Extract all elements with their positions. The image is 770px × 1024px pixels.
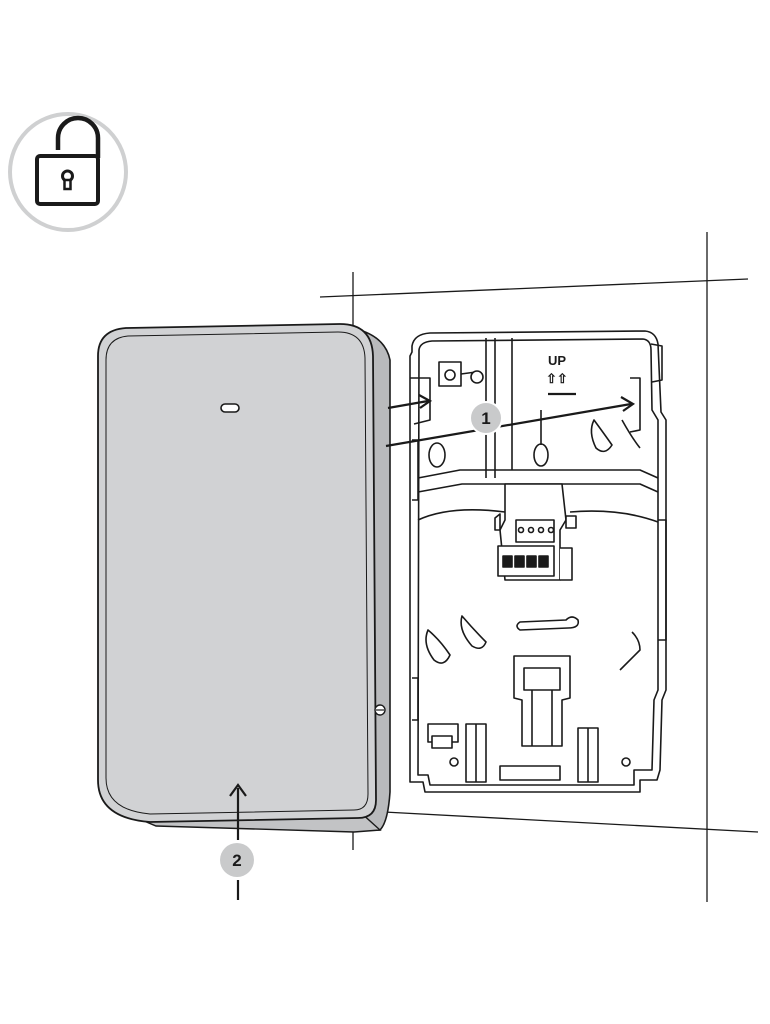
terminal-block <box>494 513 577 581</box>
arrow-to-left-hook <box>387 399 429 410</box>
up-label: UP <box>548 353 566 368</box>
callout-1: 1 <box>469 401 503 435</box>
mounting-plate: UP ⇧⇧ <box>409 330 667 793</box>
device-front-cover <box>97 323 377 823</box>
arrow-head-left <box>418 394 433 409</box>
arrow-to-right-hook <box>385 402 632 448</box>
unlocked-padlock-icon <box>35 115 101 206</box>
up-arrows: ⇧⇧ <box>546 371 568 386</box>
push-up-arrow <box>229 783 247 900</box>
callout-1-label: 1 <box>481 409 490 428</box>
callout-2-label: 2 <box>232 851 241 870</box>
arrow-head-right <box>620 396 636 412</box>
unlock-badge <box>8 112 128 232</box>
status-led-indicator <box>220 403 240 413</box>
callout-2: 2 <box>220 843 254 877</box>
charger-housing <box>97 323 391 833</box>
slide-arrows <box>385 394 636 448</box>
